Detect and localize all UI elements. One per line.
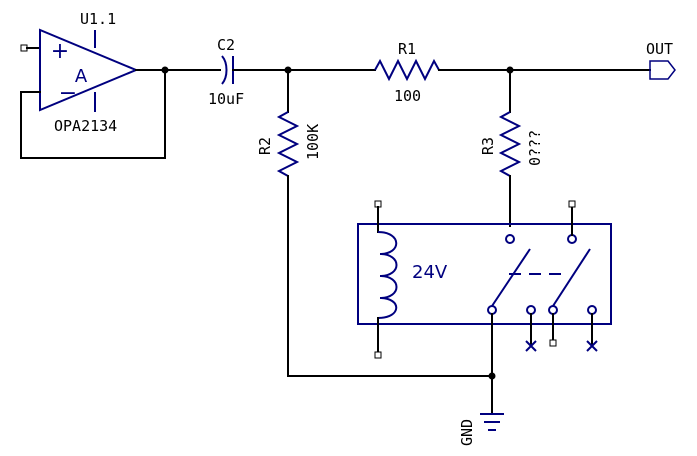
contact-b-common <box>548 305 558 315</box>
r3-value-label: 0??? <box>526 130 544 166</box>
output-port[interactable]: OUT <box>646 40 676 80</box>
r2-ref-label: R2 <box>256 137 274 155</box>
contact-a-nc <box>526 305 536 315</box>
feedback-wire <box>20 69 166 159</box>
resistor-r3[interactable]: R3 0??? <box>479 111 544 177</box>
ground-symbol[interactable]: GND <box>458 413 504 446</box>
nc-a-no-connect-mark <box>525 340 537 352</box>
junction-dot <box>161 66 169 74</box>
contact-b-pin-top[interactable] <box>568 200 576 208</box>
coil-voltage-label: 24V <box>412 262 448 283</box>
relay[interactable]: 24V <box>357 200 612 359</box>
r3-ref-label: R3 <box>479 137 497 155</box>
coil-pin-bottom[interactable] <box>374 351 382 359</box>
opamp-plus-sign: + <box>51 39 69 64</box>
contact-b-nc <box>587 305 597 315</box>
resistor-r1[interactable]: R1 100 <box>374 40 440 105</box>
c2-value-label: 10uF <box>208 90 244 108</box>
opamp-ref-label: U1.1 <box>80 10 116 28</box>
c2-ref-label: C2 <box>217 36 235 54</box>
contact-b-arm <box>552 248 591 307</box>
contact-a-arm <box>491 248 531 307</box>
contact-b-no <box>567 234 577 244</box>
out-port-label: OUT <box>646 40 673 58</box>
opamp-triangle <box>39 28 139 112</box>
junction-dot <box>488 372 496 380</box>
gnd-label: GND <box>458 419 476 446</box>
capacitor-c2[interactable]: C2 10uF <box>208 36 244 108</box>
opamp-minus-sign: − <box>59 81 77 106</box>
opamp-symbol-label: A <box>75 66 88 87</box>
resistor-r2[interactable]: R2 100K <box>256 111 322 177</box>
r1-ref-label: R1 <box>398 40 416 58</box>
opamp-u1[interactable]: + − A U1.1 OPA2134 <box>20 10 139 135</box>
contact-a-common <box>487 305 497 315</box>
contact-a-no <box>505 234 515 244</box>
r2-to-ground-wire <box>287 175 493 377</box>
nc-b-no-connect-mark <box>586 340 598 352</box>
r2-value-label: 100K <box>304 124 322 160</box>
relay-body <box>357 223 612 325</box>
contact-b-pin-bottom[interactable] <box>549 339 557 347</box>
relay-coil <box>377 231 398 319</box>
opamp-part-label: OPA2134 <box>54 117 117 135</box>
r1-value-label: 100 <box>394 87 421 105</box>
